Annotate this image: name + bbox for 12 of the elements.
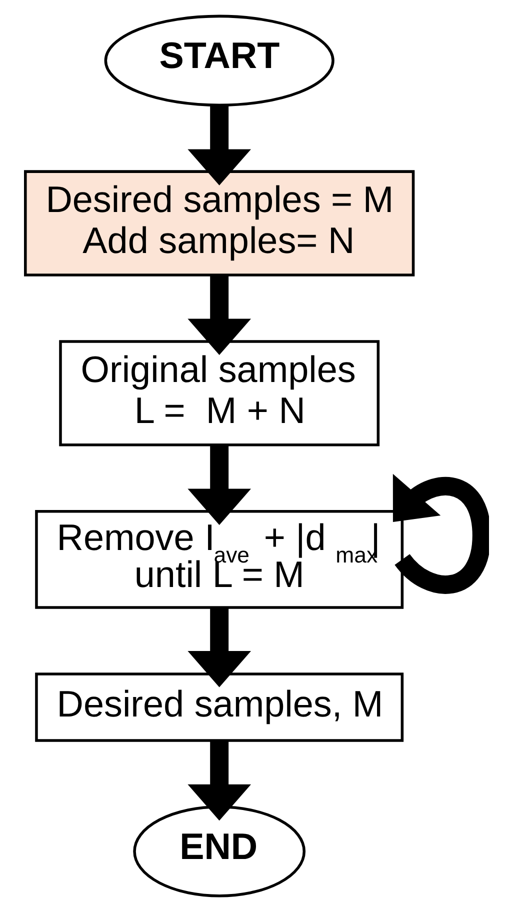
node-ellipse: END <box>132 806 306 898</box>
node-box: Remove I$_{ave}$ + |d $_{max}$| until L = M <box>34 510 404 609</box>
node-box: Desired samples, M <box>34 672 404 742</box>
arrow <box>187 608 250 688</box>
arrow <box>392 474 488 594</box>
arrow <box>187 105 251 186</box>
arrow <box>187 275 251 355</box>
node-box: Desired samples = M Add samples= N <box>24 170 414 276</box>
node-box: Original samples L = M + N <box>58 340 380 446</box>
node-ellipse: START <box>104 14 334 107</box>
arrow <box>187 446 250 525</box>
arrow <box>187 740 250 821</box>
